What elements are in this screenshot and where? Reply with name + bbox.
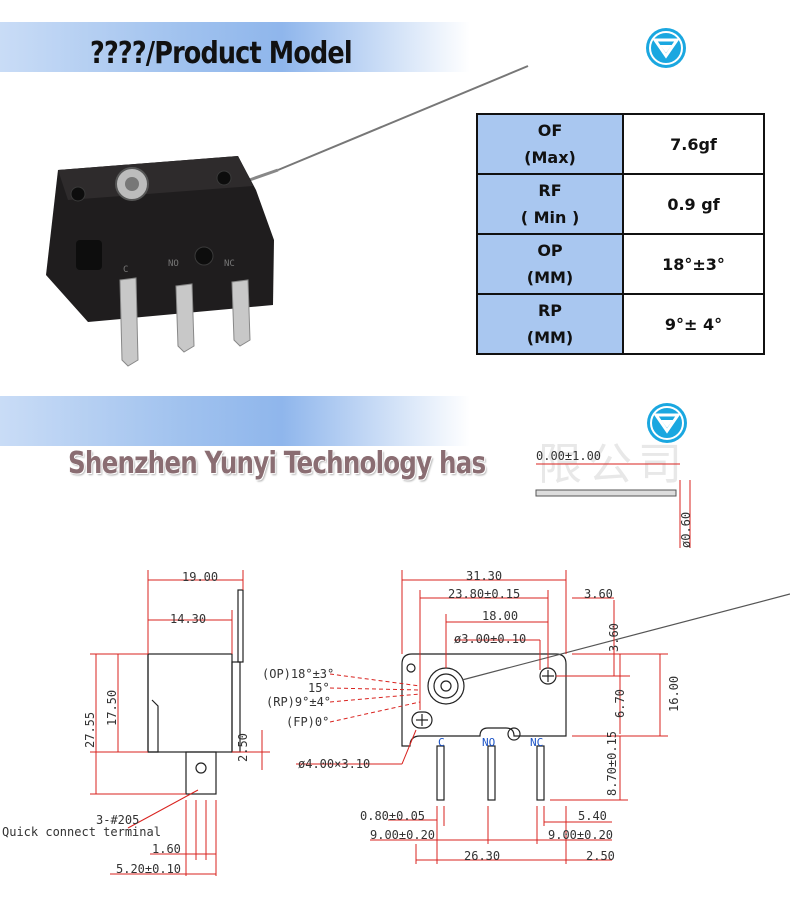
brand-logo-icon	[646, 28, 686, 68]
spec-value: 9°± 4°	[622, 293, 765, 355]
dim-pivot-dia: ø3.00±0.10	[454, 632, 526, 646]
section2-banner	[0, 396, 470, 446]
spec-key: OF(Max)	[476, 113, 624, 175]
company-overlay-text: Shenzhen Yunyi Technology has	[68, 446, 486, 481]
lever-wire	[277, 65, 529, 171]
dim-vertical-360: 3.60	[607, 623, 621, 652]
dim-bottom-span: 26.30	[464, 849, 500, 863]
svg-text:NC: NC	[224, 259, 235, 269]
dim-side-height-total: 27.55	[83, 712, 97, 748]
table-row: RF( Min ) 0.9 gf	[476, 173, 765, 235]
table-row: OF(Max) 7.6gf	[476, 113, 765, 175]
terminal-note-1: 3-#205	[96, 813, 139, 827]
dim-height-1600: 16.00	[667, 676, 681, 712]
dim-mount-hole: ø4.00×3.10	[298, 757, 370, 771]
dim-side-height-body: 17.50	[105, 690, 119, 726]
spec-value: 0.9 gf	[622, 173, 765, 235]
spec-table: OF(Max) 7.6gf RF( Min ) 0.9 gf OP(MM) 18…	[476, 113, 765, 355]
dim-side-term-offset: 2.50	[236, 733, 250, 762]
dim-pitch-right: 9.00±0.20	[548, 828, 613, 842]
dim-term-width: 1.60	[152, 842, 181, 856]
page-title: ????/Product Model	[90, 36, 353, 71]
product-photo: C NO NC	[46, 65, 529, 367]
dim-term-len: 5.20±0.10	[116, 862, 181, 876]
dim-pitch-left: 9.00±0.20	[370, 828, 435, 842]
technical-drawing: 0.00±1.00 ø0.60 19.00 14.30 27.55 17.	[2, 449, 790, 876]
dim-right-540: 5.40	[578, 809, 607, 823]
angle-op: (OP)18°±3°	[262, 667, 334, 681]
dim-wire-length: 0.00±1.00	[536, 449, 601, 463]
dim-length-total: 31.30	[466, 569, 502, 583]
terminal-note-2: Quick connect terminal	[2, 825, 161, 839]
spec-key: OP(MM)	[476, 233, 624, 295]
dim-wire-dia: ø0.60	[679, 512, 693, 548]
table-row: RP(MM) 9°± 4°	[476, 293, 765, 355]
svg-text:NO: NO	[168, 259, 179, 269]
side-view	[147, 589, 244, 795]
dim-pin-span: 18.00	[482, 609, 518, 623]
pin-label-c: C	[438, 736, 445, 749]
pin-label-nc: NC	[530, 736, 543, 749]
spec-value: 18°±3°	[622, 233, 765, 295]
svg-text:C: C	[123, 265, 128, 275]
dim-height-870: 8.70±0.15	[605, 731, 619, 796]
dim-bottom-right: 2.50	[586, 849, 615, 863]
brand-logo-icon	[647, 403, 687, 443]
spec-key: RF( Min )	[476, 173, 624, 235]
angle-rp: (RP)9°±4°	[266, 695, 331, 709]
header-banner	[0, 22, 470, 72]
angle-fp: (FP)0°	[286, 715, 329, 729]
dim-right-offset: 3.60	[584, 587, 613, 601]
table-row: OP(MM) 18°±3°	[476, 233, 765, 295]
front-view	[401, 593, 790, 801]
dim-pin-width: 0.80±0.05	[360, 809, 425, 823]
pin-label-no: NO	[482, 736, 495, 749]
dim-vertical-670: 6.70	[613, 689, 627, 718]
dim-side-width-total: 19.00	[182, 570, 218, 584]
dim-side-width-body: 14.30	[170, 612, 206, 626]
spec-value: 7.6gf	[622, 113, 765, 175]
dim-hole-span: 23.80±0.15	[448, 587, 520, 601]
spec-key: RP(MM)	[476, 293, 624, 355]
angle-15: 15°	[308, 681, 330, 695]
